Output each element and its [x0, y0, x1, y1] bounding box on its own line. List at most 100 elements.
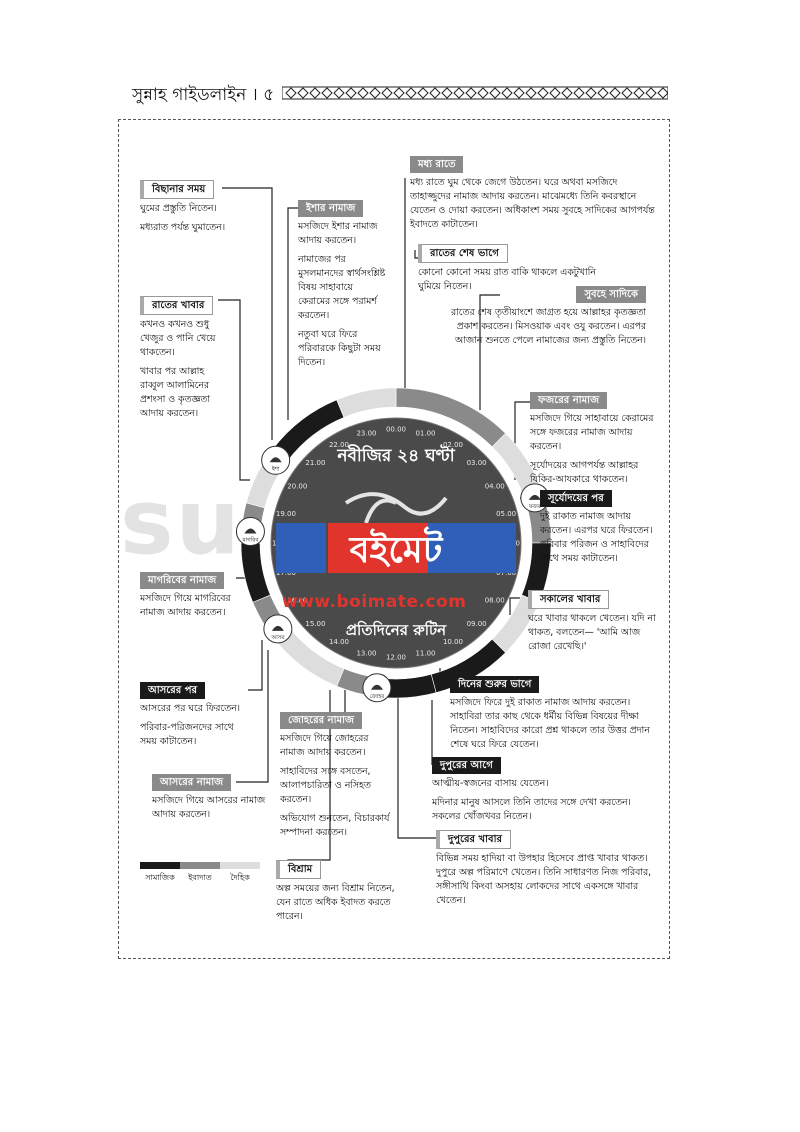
- section-text: সাহাবিদের সঙ্গে বসতেন, আলাপচারিতা ও নসিহ…: [280, 766, 371, 805]
- mosque-icon: [271, 625, 284, 631]
- wheel-hour-label: 04.00: [485, 483, 505, 491]
- wheel-hour-label: 11.00: [415, 650, 435, 658]
- section-title: ইশার নামাজ: [298, 200, 364, 217]
- section-text: মসজিদে ইশার নামাজ আদায় করতেন।: [298, 221, 378, 246]
- section-text: মদিনার মানুষ আসলে তিনি তাদের সঙ্গে দেখা …: [432, 797, 631, 822]
- section-text: দুই রাকাত নামাজ আদায় করতেন। এরপর ঘরে ফি…: [540, 511, 653, 564]
- section-asr-prayer: আসরের নামাজ মসজিদে গিয়ে আসরের নামাজ আদা…: [152, 774, 270, 827]
- mosque-icon: [528, 494, 541, 500]
- prayer-marker-label: ফজর: [528, 504, 542, 510]
- section-title: রাতের শেষ ভাগে: [418, 244, 508, 263]
- section-title: সকালের খাবার: [528, 590, 610, 609]
- wheel-hour-label: 23.00: [356, 429, 376, 437]
- legend-label: ইবাদাত: [188, 873, 212, 882]
- page-header-title: সুন্নাহ গাইডলাইন । ৫: [132, 85, 275, 105]
- legend: সামাজিক ইবাদাত দৈহিক: [140, 862, 260, 885]
- wheel-hour-label: 13.00: [356, 650, 376, 658]
- section-text: নামাজের পর মুসলমানদের স্বার্থসংশ্লিষ্ট ব…: [298, 254, 386, 321]
- wheel-hour-label: 17.00: [276, 569, 296, 577]
- section-after-asr: আসরের পর আসরের পর ঘরে ফিরতেন।পরিবার-পরিজ…: [140, 682, 248, 754]
- wheel-ring-segment: [240, 542, 271, 603]
- section-title: দুপুরের আগে: [432, 757, 501, 774]
- section-text: নতুবা ঘরে ফিরে পরিবারকে কিছুটা সময় দিতে…: [298, 329, 381, 368]
- wheel-hour-label: 05.00: [496, 510, 516, 518]
- boimate-logo-text: বইমেট: [348, 526, 444, 571]
- section-text: অভিযোগ শুনতেন, বিচারকার্য সম্পাদনা করতেন…: [280, 813, 390, 838]
- section-title: আসরের পর: [140, 682, 206, 699]
- wheel-hour-label: 16.00: [287, 597, 307, 605]
- section-text: ঘুমের প্রস্তুতি নিতেন।: [140, 203, 217, 214]
- wheel-hour-label: 20.00: [287, 483, 307, 491]
- section-isha-prayer: ইশার নামাজ মসজিদে ইশার নামাজ আদায় করতেন…: [298, 200, 386, 375]
- prayer-marker-label: জোহর: [370, 694, 386, 700]
- section-fajr-prayer: ফজরের নামাজ মসজিদে গিয়ে সাহাবায়ে কেরাম…: [530, 392, 658, 492]
- section-lunch: দুপুরের খাবার বিভিন্ন সময় হাদিয়া বা উপ…: [436, 830, 658, 913]
- section-text: মধ্যরাত পর্যন্ত ঘুমাতেন।: [140, 222, 226, 233]
- section-bed-time: বিছানার সময় ঘুমের প্রস্তুতি নিতেন। মধ্যর…: [140, 180, 260, 240]
- wheel-hour-label: 22.00: [329, 441, 349, 449]
- prayer-marker-label: আসর: [270, 635, 285, 641]
- section-title: সূর্যোদয়ের পর: [540, 490, 612, 507]
- wheel-hour-label: 09.00: [467, 620, 487, 628]
- boimate-logo: বইমেট: [276, 523, 516, 573]
- header-ornament-border: [282, 86, 668, 100]
- wheel-hour-label: 01.00: [415, 429, 435, 437]
- section-text: কোনো কোনো সময় রাত বাকি থাকলে একটুখানি ঘ…: [418, 267, 596, 292]
- section-title: মাগরিবের নামাজ: [140, 572, 225, 589]
- wheel-hour-label: 00.00: [386, 426, 406, 434]
- wheel-hour-label: 12.00: [386, 654, 406, 662]
- wheel-hour-label: 14.00: [329, 638, 349, 646]
- section-rest: বিশ্রাম অল্প সময়ের জন্য বিশ্রাম নিতেন, …: [276, 860, 400, 929]
- section-zuhr-prayer: জোহরের নামাজ মসজিদে গিয়ে জোহরের নামাজ আ…: [280, 712, 392, 845]
- section-text: সূর্যোদয়ের আগপর্যন্ত আল্লাহর যিকির-আযকা…: [530, 460, 639, 485]
- section-day-start: দিনের শুরুর ভাগে মসজিদে ফিরে দুই রাকাত ন…: [450, 676, 655, 757]
- section-text: অল্প সময়ের জন্য বিশ্রাম নিতেন, যেন রাতে…: [276, 883, 395, 922]
- section-breakfast: সকালের খাবার ঘরে খাবার থাকলে খেতেন। যদি …: [528, 590, 656, 659]
- section-title: সুবহে সাদিকে: [576, 286, 646, 303]
- mosque-icon: [244, 528, 257, 534]
- wheel-subtitle: প্রতিদিনের রুটিন: [346, 620, 447, 639]
- legend-swatch-worship: [180, 862, 220, 869]
- infographic-frame: [118, 119, 670, 959]
- section-title: দুপুরের খাবার: [436, 830, 511, 849]
- section-title: দিনের শুরুর ভাগে: [450, 676, 540, 693]
- section-text: মসজিদে গিয়ে জোহরের নামাজ আদায় করতেন।: [280, 733, 369, 758]
- mosque-icon: [370, 684, 383, 690]
- wheel-hour-label: 03.00: [467, 459, 487, 467]
- section-text: খাবার পর আল্লাহ রাব্বুল আলামিনের প্রশংসা…: [140, 366, 211, 419]
- section-text: বিভিন্ন সময় হাদিয়া বা উপহার হিসেবে প্র…: [436, 853, 652, 906]
- section-title: বিশ্রাম: [276, 860, 322, 879]
- section-subhe-sadiq: সুবহে সাদিকে রাতের শেষ তৃতীয়াংশে জাগ্রত…: [448, 286, 646, 353]
- section-title: মধ্য রাতে: [410, 156, 464, 173]
- section-text: পরিবার-পরিজনদের সাথে সময় কাটাতেন।: [140, 722, 234, 747]
- legend-swatch-social: [140, 862, 180, 869]
- section-before-noon: দুপুরের আগে আত্মীয়-স্বজনের বাসায় যেতেন…: [432, 757, 652, 829]
- section-maghrib-prayer: মাগরিবের নামাজ মসজিদে গিয়ে মাগরিবের নাম…: [140, 572, 240, 625]
- section-text: রাতের শেষ তৃতীয়াংশে জাগ্রত হয়ে আল্লাহর…: [450, 307, 646, 346]
- section-title: ফজরের নামাজ: [530, 392, 608, 409]
- legend-swatch-physical: [220, 862, 260, 869]
- section-text: ঘরে খাবার থাকলে খেতেন। যদি না থাকত, বলতে…: [528, 613, 656, 652]
- wheel-hour-label: 10.00: [443, 638, 463, 646]
- mosque-icon: [269, 457, 282, 463]
- wheel-hour-label: 08.00: [485, 597, 505, 605]
- section-title: বিছানার সময়: [140, 180, 215, 199]
- wheel-ring-segment: [336, 387, 397, 418]
- wheel-hour-label: 15.00: [305, 620, 325, 628]
- section-text: আত্মীয়-স্বজনের বাসায় যেতেন।: [432, 778, 549, 789]
- wheel-title: নবীজির ২৪ ঘণ্টা: [336, 444, 455, 466]
- section-text: মসজিদে ফিরে দুই রাকাত নামাজ আদায় করতেন।…: [450, 697, 650, 750]
- legend-label: দৈহিক: [230, 873, 250, 882]
- section-text: মসজিদে গিয়ে মাগরিবের নামাজ আদায় করতেন।: [140, 593, 231, 618]
- section-text: মধ্য রাতে ঘুম থেকে জেগে উঠতেন। ঘরে অথবা …: [410, 177, 655, 230]
- wheel-hour-label: 19.00: [276, 510, 296, 518]
- section-title: আসরের নামাজ: [152, 774, 232, 791]
- legend-label: সামাজিক: [145, 873, 175, 882]
- prayer-marker-label: মাগরিব: [241, 537, 259, 544]
- section-dinner: রাতের খাবার কখনও কখনও শুধু খেজুর ও পানি …: [140, 296, 220, 426]
- section-midnight: মধ্য রাতে মধ্য রাতে ঘুম থেকে জেগে উঠতেন।…: [410, 156, 658, 237]
- watermark-url: www.boimate.com: [282, 592, 467, 612]
- wheel-hour-label: 07.00: [496, 569, 516, 577]
- section-night-last: রাতের শেষ ভাগে কোনো কোনো সময় রাত বাকি থ…: [418, 244, 618, 299]
- section-title: জোহরের নামাজ: [280, 712, 362, 729]
